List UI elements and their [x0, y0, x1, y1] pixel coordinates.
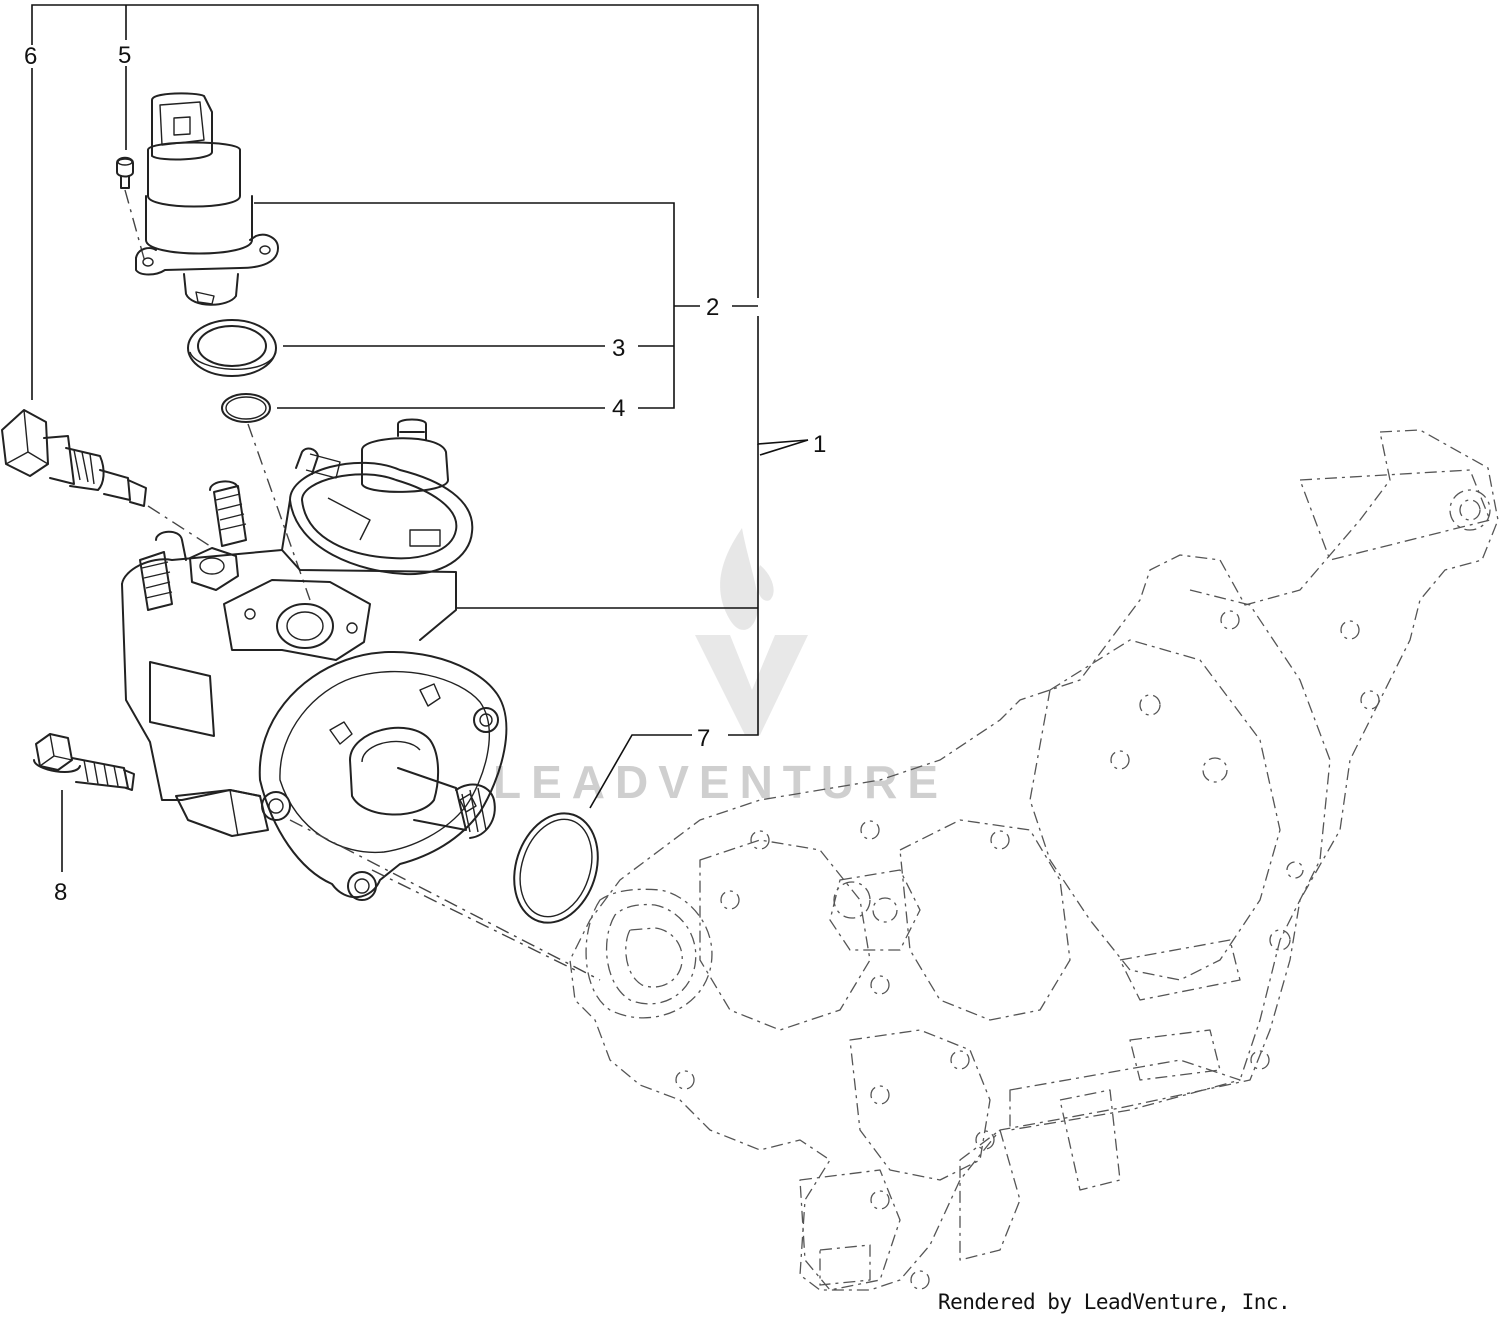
callout-labels: 1 2 3 4 5 6 7 8 — [24, 42, 826, 906]
o-ring-part-4 — [221, 393, 311, 601]
rendered-by-credit: Rendered by LeadVenture, Inc. — [938, 1290, 1291, 1314]
callout-5: 5 — [118, 42, 131, 69]
callout-7: 7 — [697, 725, 710, 752]
solenoid-valve-part-2 — [135, 92, 279, 306]
callout-1: 1 — [813, 431, 826, 458]
pressure-sensor-part-6 — [1, 409, 211, 547]
callout-4: 4 — [612, 395, 625, 422]
o-ring-part-7 — [513, 812, 599, 924]
callout-3: 3 — [612, 335, 625, 362]
fuel-pump-part-1 — [121, 418, 601, 981]
callout-8: 8 — [54, 879, 67, 906]
leader-lines — [31, 4, 809, 872]
watermark-text: LEADVENTURE — [493, 756, 948, 808]
screw-part-5 — [116, 156, 146, 263]
callout-6: 6 — [24, 43, 37, 70]
engine-block-phantom — [569, 429, 1499, 1291]
callout-2: 2 — [706, 294, 719, 321]
leadventure-logo — [695, 528, 808, 735]
flange-bolt-part-8 — [33, 733, 135, 791]
seal-ring-part-3 — [187, 319, 277, 377]
